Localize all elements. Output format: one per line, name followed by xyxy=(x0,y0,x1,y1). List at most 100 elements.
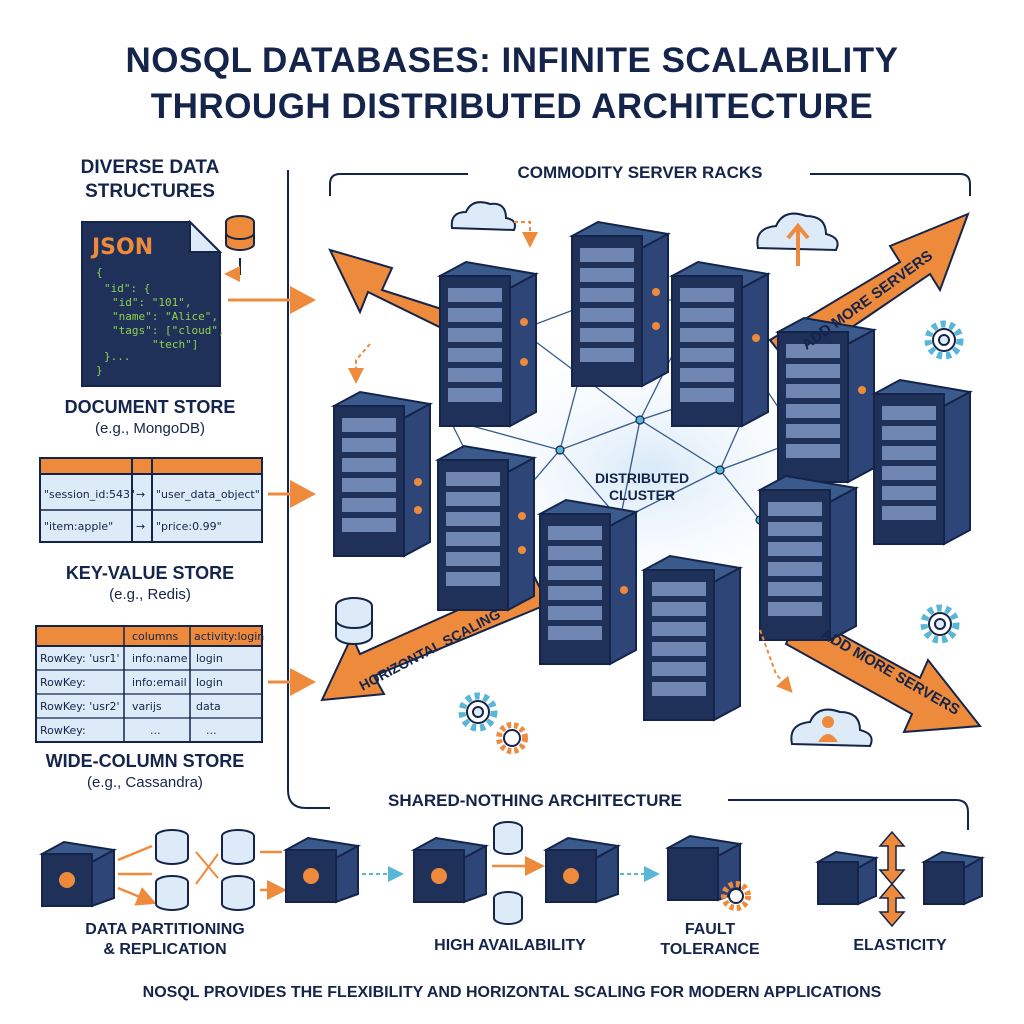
kv-value: "price:0.99" xyxy=(156,520,222,533)
code-line: "tech"] xyxy=(152,338,198,351)
architecture-strip xyxy=(38,799,986,928)
database-icon xyxy=(225,215,255,251)
wc-cell: login xyxy=(196,676,223,689)
server-rack xyxy=(640,554,744,722)
database-icon xyxy=(493,891,523,925)
page-title-line1: NOSQL DATABASES: INFINITE SCALABILITY xyxy=(125,41,899,80)
server-rack xyxy=(870,378,974,546)
code-line: "id": { xyxy=(104,282,150,295)
distributed-cluster-label: DISTRIBUTED CLUSTER xyxy=(572,470,712,504)
code-line: } xyxy=(96,364,103,377)
feature-line2: & REPLICATION xyxy=(103,941,227,958)
server-cube-icon xyxy=(664,834,744,902)
feature-availability: HIGH AVAILABILITY xyxy=(400,936,620,956)
fault-tolerance-group xyxy=(664,834,751,911)
server-rack xyxy=(774,316,878,484)
server-cube-icon xyxy=(920,850,986,906)
wc-cell: RowKey: 'usr1' xyxy=(40,652,120,665)
cloud-user-icon xyxy=(790,708,873,748)
wc-cell: ... xyxy=(206,724,217,737)
cluster-label-line2: CLUSTER xyxy=(608,487,676,503)
database-icon xyxy=(155,829,189,865)
key-value-store-example: (e.g., Redis) xyxy=(109,586,191,603)
cloud-icon xyxy=(450,201,516,232)
server-cube-icon xyxy=(410,836,490,904)
wc-cell: ... xyxy=(150,724,161,737)
document-card xyxy=(81,221,221,387)
feature-fault-tolerance: FAULT TOLERANCE xyxy=(640,920,780,960)
wc-cell: login xyxy=(196,652,223,665)
feature-line2: TOLERANCE xyxy=(660,941,760,958)
left-connectors xyxy=(228,170,330,809)
resize-arrow-icon xyxy=(878,882,906,928)
left-heading: DIVERSE DATA STRUCTURES xyxy=(40,156,260,204)
gear-icon xyxy=(458,692,498,732)
json-badge: JSON xyxy=(90,235,153,260)
arrow-icon xyxy=(290,480,316,508)
server-rack xyxy=(756,474,860,642)
document-store-title: DOCUMENT STORE xyxy=(64,397,236,417)
gear-icon xyxy=(920,604,960,644)
gear-icon xyxy=(721,881,751,911)
wc-cell: varijs xyxy=(132,700,162,713)
kv-arrow: → xyxy=(136,520,145,533)
code-line: "id": "101", xyxy=(112,296,191,309)
kv-arrow: → xyxy=(136,488,145,501)
document-store-label: DOCUMENT STORE (e.g., MongoDB) xyxy=(30,396,270,440)
footer-text: NOSQL PROVIDES THE FLEXIBILITY AND HORIZ… xyxy=(142,984,882,1001)
gear-icon xyxy=(496,722,528,754)
wc-cell: RowKey: 'usr2' xyxy=(40,700,120,713)
arrow-icon xyxy=(290,286,316,314)
cluster-label-line1: DISTRIBUTED xyxy=(594,470,690,486)
wc-cell: data xyxy=(196,700,221,713)
arrow-icon xyxy=(290,668,316,696)
server-rack xyxy=(330,390,434,558)
wide-column-store-example: (e.g., Cassandra) xyxy=(87,774,203,791)
kv-value: "user_data_object" xyxy=(156,488,260,501)
database-icon xyxy=(221,875,255,911)
database-icon xyxy=(155,875,189,911)
gear-icon xyxy=(924,320,964,360)
resize-arrow-icon xyxy=(878,830,906,886)
server-rack xyxy=(536,498,640,666)
code-line: { xyxy=(96,266,103,279)
server-rack xyxy=(668,260,772,428)
kv-key: "item:apple" xyxy=(44,520,113,533)
page-title-line2: THROUGH DISTRIBUTED ARCHITECTURE xyxy=(150,87,874,126)
wide-column-store-group: columns activity:login RowKey: 'usr1' in… xyxy=(35,625,264,743)
server-racks xyxy=(330,220,974,722)
feature-line1: HIGH AVAILABILITY xyxy=(434,937,586,954)
cluster-area xyxy=(320,173,982,754)
code-line: "tags": ["cloud", xyxy=(112,324,225,337)
server-rack xyxy=(434,444,538,612)
feature-elasticity: ELASTICITY xyxy=(820,936,980,956)
kv-key: "session_id:543" xyxy=(44,488,135,501)
code-line: }... xyxy=(104,350,131,363)
key-value-store-title: KEY-VALUE STORE xyxy=(65,563,235,583)
server-cube-icon xyxy=(814,850,880,906)
wc-cell: info:email xyxy=(132,676,187,689)
left-heading-line2: STRUCTURES xyxy=(85,181,215,202)
server-racks-label: COMMODITY SERVER RACKS xyxy=(517,163,763,182)
feature-line1: ELASTICITY xyxy=(853,937,947,954)
wide-column-store-title: WIDE-COLUMN STORE xyxy=(45,751,245,771)
wc-cell: RowKey: xyxy=(40,676,86,689)
server-cube-icon xyxy=(282,836,362,904)
json-code: { "id": { "id": "101", "name": "Alice", … xyxy=(96,266,225,377)
wc-header: activity:login xyxy=(194,630,264,643)
feature-line1: DATA PARTITIONING xyxy=(85,921,245,938)
shared-nothing-label: SHARED-NOTHING ARCHITECTURE xyxy=(387,791,683,810)
server-rack xyxy=(436,260,540,428)
database-icon xyxy=(335,597,373,645)
key-value-store-label: KEY-VALUE STORE (e.g., Redis) xyxy=(30,562,270,606)
database-icon xyxy=(221,829,255,865)
partitioning-group xyxy=(38,829,362,911)
wc-cell: RowKey: xyxy=(40,724,86,737)
wide-column-store-label: WIDE-COLUMN STORE (e.g., Cassandra) xyxy=(20,750,270,794)
server-rack xyxy=(568,220,672,388)
server-cube-icon xyxy=(542,836,622,904)
feature-partitioning: DATA PARTITIONING & REPLICATION xyxy=(40,920,290,960)
left-heading-line1: DIVERSE DATA xyxy=(80,157,220,178)
elasticity-group xyxy=(814,830,986,928)
